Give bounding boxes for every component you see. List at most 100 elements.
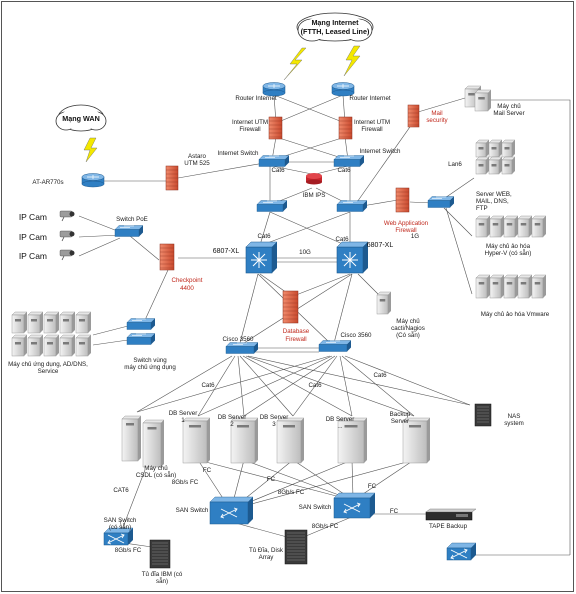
waf-label-1: Web Application	[384, 220, 429, 227]
core-switch-left-icon	[245, 241, 278, 274]
db-server-1-icon	[182, 417, 211, 464]
san-switch-right-label: SAN Switch	[299, 504, 332, 511]
router-internet-right-label: Router Internet	[349, 95, 391, 102]
mail-security-label-1: Mail	[431, 110, 442, 117]
db1-label-2: 1	[181, 417, 185, 424]
at-router-label: AT-AR770s	[32, 179, 63, 186]
waf-firewall-icon	[395, 187, 410, 213]
internet-switch-left-label: Internet Switch	[218, 150, 259, 157]
ip-cam-2-icon	[59, 230, 75, 242]
ip-cam-3-icon	[59, 249, 75, 261]
switch-poe-icon	[114, 225, 144, 237]
link-10g-label: 10G	[299, 249, 311, 256]
utm-firewall-left-icon	[268, 116, 283, 140]
hyperv-label-1: Máy chủ ảo hóa	[486, 243, 531, 250]
astaro-label-2: UTM 525	[184, 160, 210, 167]
db3-label-1: DB Server	[260, 414, 289, 421]
fc-8g-mid-label: 8Gb/s FC	[278, 489, 305, 496]
san-switch-right-icon	[333, 492, 376, 519]
switch-app-label-1: Switch vùng	[133, 357, 167, 364]
cat6-left-vert-label: CAT6	[113, 487, 129, 494]
cacti-server-icon	[376, 291, 392, 315]
cacti-label-2: cacti/Nagios	[391, 325, 425, 332]
app-servers-label-1: Máy chủ ứng dụng, AD/DNS,	[8, 361, 88, 368]
csdl-label-2: CSDL (có sẵn)	[136, 472, 176, 479]
nas-label-2: system	[504, 420, 524, 427]
utm-firewall-right-label-2: Firewall	[361, 126, 382, 133]
lightning-icon-right	[343, 45, 361, 77]
checkpoint-firewall-icon	[159, 243, 175, 271]
checkpoint-label-1: Checkpoint	[172, 277, 203, 284]
cat6-core-left-label: Cat6	[257, 233, 271, 240]
link-1g-label: 1G	[411, 233, 419, 240]
fc-a-label: FC	[203, 467, 212, 474]
core-left-label: 6807-XL	[213, 248, 240, 255]
internet-switch-right-label: Internet Switch	[360, 148, 401, 155]
csdl-server-2-icon	[142, 419, 165, 468]
switch-poe-label: Switch PoE	[116, 216, 148, 223]
san-switch-mid-label: SAN Switch	[176, 507, 209, 514]
ibm-ips-icon	[306, 173, 322, 185]
cat6-top-left-label: Cat6	[271, 167, 285, 174]
internet-cloud: Mạng Internet (FTTH, Leased Line)	[296, 12, 374, 42]
db-firewall-label-1: Database	[283, 328, 310, 335]
san-switch-existing-label-2: (có sẵn)	[109, 524, 131, 531]
utm-firewall-left-label-1: Internet UTM	[232, 119, 268, 126]
at-router-icon	[81, 173, 105, 188]
hyperv-cluster-icon	[475, 215, 547, 238]
mail-server-icon-2	[474, 89, 492, 112]
switch-app-label-2: máy chủ ứng dụng	[124, 364, 176, 371]
app-servers-label-2: Service	[38, 368, 59, 375]
waf-label-2: Firewall	[395, 227, 416, 234]
wan-cloud-label: Mạng WAN	[62, 114, 100, 123]
db1-label-1: DB Server	[169, 410, 198, 417]
mail-security-label-2: security	[426, 117, 448, 124]
server-web-label-1: Server WEB,	[476, 191, 512, 198]
ip-cam-2-label: IP Cam	[19, 232, 47, 242]
server-web-label-2: MAIL, DNS,	[476, 198, 509, 205]
mail-security-firewall-icon	[407, 104, 420, 128]
ibm-disk-icon	[149, 539, 171, 569]
csdl-label-1: Máy chủ	[144, 465, 168, 472]
cisco-right-label: Cisco 3560	[341, 332, 373, 339]
devices	[11, 82, 547, 569]
ibm-disk-label-1: Tủ đĩa IBM (có	[142, 571, 183, 578]
backup-server-icon	[402, 417, 431, 464]
cat6-dist-right-label: Cat6	[373, 372, 387, 379]
fc-8g-right-label: 8Gb/s FC	[312, 523, 339, 530]
ibm-ips-label: IBM IPS	[303, 192, 326, 199]
fc-tape-label: FC	[390, 508, 399, 515]
fc-8g-left-label: 8Gb/s FC	[172, 479, 199, 486]
csdl-server-1-icon	[121, 415, 142, 462]
db2-label-1: DB Server	[218, 414, 247, 421]
cacti-label-1: Máy chủ	[396, 318, 420, 325]
backup-label-1: Backup	[390, 411, 411, 418]
astaro-label-1: Astaro	[188, 153, 206, 160]
db-more-label-2: ...	[337, 423, 342, 430]
cat6-dist-left-label: Cat6	[201, 382, 215, 389]
nas-label-1: NAS	[508, 413, 521, 420]
internet-switch-right-icon	[333, 155, 365, 167]
db-firewall-label-2: Firewall	[285, 336, 306, 343]
disk-array-label-2: Array	[259, 554, 275, 561]
astaro-firewall-icon	[165, 165, 179, 191]
db-firewall-icon	[282, 290, 299, 324]
fc-b-label: FC	[267, 476, 276, 483]
dmz-switch-left-icon	[256, 200, 288, 212]
router-internet-right-icon	[331, 82, 355, 97]
vmware-label: Máy chủ ảo hóa Vmware	[481, 311, 550, 318]
hyperv-label-2: Hyper-V (có sẵn)	[485, 250, 532, 257]
wan-cloud: Mạng WAN	[55, 104, 107, 132]
switch-app-bottom-icon	[126, 333, 156, 345]
internet-cloud-line1: Mạng Internet	[311, 18, 359, 27]
ip-cam-1-label: IP Cam	[19, 212, 47, 222]
switch-app-top-icon	[126, 318, 156, 330]
core-switch-right-icon	[336, 241, 369, 274]
internet-switch-left-icon	[258, 155, 290, 167]
cisco-3560-right-icon	[318, 340, 352, 352]
ip-cam-1-icon	[59, 210, 75, 222]
cisco-left-label: Cisco 3560	[223, 336, 255, 343]
db3-label-2: 3	[272, 421, 276, 428]
app-server-cluster-icon	[11, 311, 92, 357]
